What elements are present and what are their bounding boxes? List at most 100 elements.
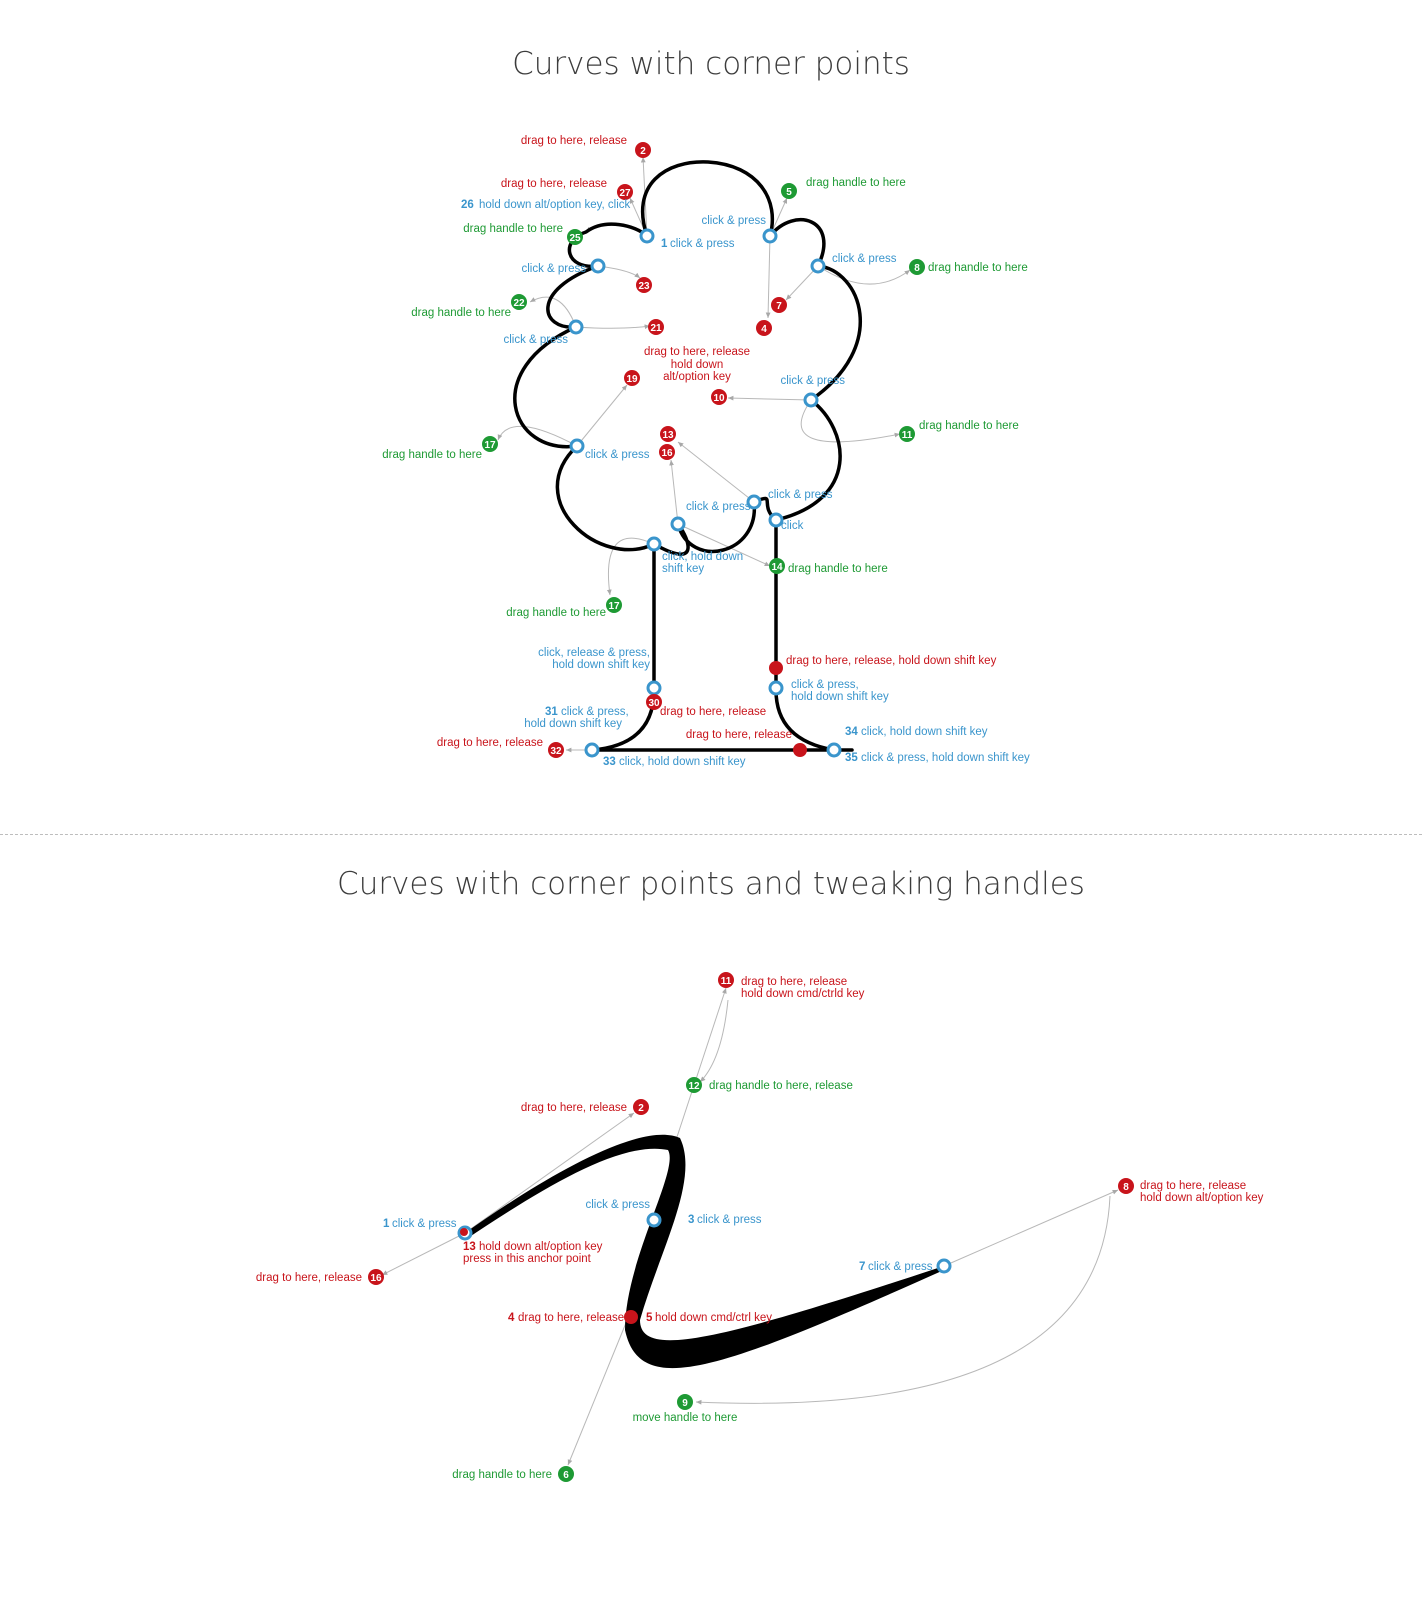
connector-lines-2	[381, 987, 1119, 1466]
badge-32: 32	[548, 742, 564, 758]
svg-text:9: 9	[682, 1398, 688, 1409]
label-s16: drag to here, release	[256, 1272, 362, 1284]
svg-text:27: 27	[619, 188, 631, 199]
badge-16: 16	[659, 444, 675, 460]
label-s18: click & press	[585, 449, 650, 461]
badge-2: 2	[633, 1099, 649, 1115]
badge-10: 10	[711, 389, 727, 405]
swoosh-curve	[465, 1134, 944, 1369]
section-title-corner-points: Curves with corner points	[512, 46, 910, 82]
label-s9: move handle to here	[633, 1412, 738, 1424]
label-s35-num: 35	[845, 752, 858, 764]
badge-8: 8	[909, 259, 925, 275]
label-s26: hold down alt/option key, click	[479, 199, 631, 211]
badge-27: 27	[617, 184, 633, 200]
label-s5: drag handle to here	[806, 177, 906, 189]
svg-text:12: 12	[688, 1081, 700, 1092]
label-s12a: click & press	[686, 501, 751, 513]
badge-13: 13	[660, 426, 676, 442]
badge-30: 30	[646, 694, 662, 710]
label-s36: drag to here, release, hold down shift k…	[786, 655, 997, 667]
label-s28b: shift key	[662, 563, 704, 575]
section-divider	[0, 834, 1422, 835]
label-s25: drag handle to here	[463, 223, 563, 235]
badge-22: 22	[511, 294, 527, 310]
svg-text:8: 8	[1123, 1182, 1129, 1193]
label-s29b: hold down shift key	[552, 659, 650, 671]
label-s7-num: 7	[859, 1261, 865, 1273]
svg-text:10: 10	[713, 393, 725, 404]
label-s2: drag to here, release	[521, 135, 627, 147]
label-s12: drag handle to here, release	[709, 1080, 853, 1092]
svg-text:32: 32	[550, 746, 562, 757]
svg-text:6: 6	[563, 1470, 569, 1481]
label-s31-num: 31	[545, 706, 558, 718]
label-s31b: hold down shift key	[524, 718, 622, 730]
label-s13-num: 13	[463, 1241, 476, 1253]
badge-6: 6	[558, 1466, 574, 1482]
label-s7: click & press	[868, 1261, 933, 1273]
badge-38	[793, 743, 807, 757]
label-s33: click, hold down shift key	[619, 756, 746, 768]
badge-11: 11	[899, 426, 915, 442]
svg-text:2: 2	[638, 1103, 644, 1114]
label-s13a: hold down alt/option key	[479, 1241, 603, 1253]
label-s30: drag to here, release	[660, 706, 766, 718]
badge-11: 11	[718, 972, 734, 988]
label-s10: click & press	[585, 1199, 650, 1211]
svg-text:16: 16	[370, 1273, 382, 1284]
label-s9: drag to here, release	[644, 346, 750, 358]
label-s29a: click, release & press,	[538, 647, 650, 659]
svg-text:30: 30	[648, 698, 660, 709]
label-s35: click & press, hold down shift key	[861, 752, 1030, 764]
badge-21: 21	[648, 319, 664, 335]
label-s28a: click, hold down	[662, 551, 743, 563]
label-s1: click & press	[670, 238, 735, 250]
anchor-points	[568, 228, 842, 758]
label-s34: click, hold down shift key	[861, 726, 988, 738]
svg-text:23: 23	[638, 281, 650, 292]
badge-23: 23	[636, 277, 652, 293]
label-s9b: hold down	[671, 359, 723, 371]
svg-text:17: 17	[608, 601, 620, 612]
badge-4: 4	[756, 320, 772, 336]
label-s4: drag to here, release	[518, 1312, 624, 1324]
badge-25: 25	[567, 229, 583, 245]
svg-text:16: 16	[661, 448, 673, 459]
label-s4-num: 4	[508, 1312, 515, 1324]
badge-16: 16	[368, 1269, 384, 1285]
label-s26-num: 26	[461, 199, 474, 211]
label-s22: drag handle to here	[411, 307, 511, 319]
svg-text:25: 25	[569, 233, 581, 244]
step-badges-2: 11 12 2 16 8 9 6	[368, 972, 1134, 1482]
label-s20: click & press	[503, 334, 568, 346]
label-s13b: press in this anchor point	[463, 1253, 592, 1265]
label-s6: drag handle to here	[452, 1469, 552, 1481]
label-s9c: alt/option key	[663, 371, 731, 383]
step-labels-2: drag to here, release hold down cmd/ctrl…	[256, 976, 1264, 1481]
label-s1-num: 1	[661, 238, 668, 250]
badge-5: 5	[781, 183, 797, 199]
badge-14: 14	[769, 558, 785, 574]
svg-text:8: 8	[914, 263, 920, 274]
badge-13	[460, 1228, 468, 1236]
label-s1-num: 1	[383, 1218, 390, 1230]
label-s5: hold down cmd/ctrl key	[655, 1312, 772, 1324]
badge-9: 9	[677, 1394, 693, 1410]
label-s5-num: 5	[646, 1312, 653, 1324]
badge-4	[624, 1310, 638, 1324]
label-s3-num: 3	[688, 1214, 694, 1226]
svg-text:14: 14	[771, 562, 783, 573]
swoosh-curve-diagram: 11 12 2 16 8 9 6 drag to here, release h…	[256, 972, 1264, 1482]
label-s17a: drag handle to here	[382, 449, 482, 461]
label-s34-num: 34	[845, 726, 858, 738]
svg-text:11: 11	[721, 976, 732, 987]
badge-8: 8	[1118, 1178, 1134, 1194]
step-badges: 2 27 25 5 23 8 7 4 22 21 19 10 17 11 13 …	[482, 142, 925, 758]
label-s8a: drag to here, release	[1140, 1180, 1246, 1192]
label-s6: click & press	[832, 253, 897, 265]
step-labels: drag to here, release drag to here, rele…	[382, 135, 1030, 768]
svg-text:21: 21	[650, 323, 662, 334]
label-s31a: click & press,	[561, 706, 629, 718]
label-s8: drag handle to here	[928, 262, 1028, 274]
